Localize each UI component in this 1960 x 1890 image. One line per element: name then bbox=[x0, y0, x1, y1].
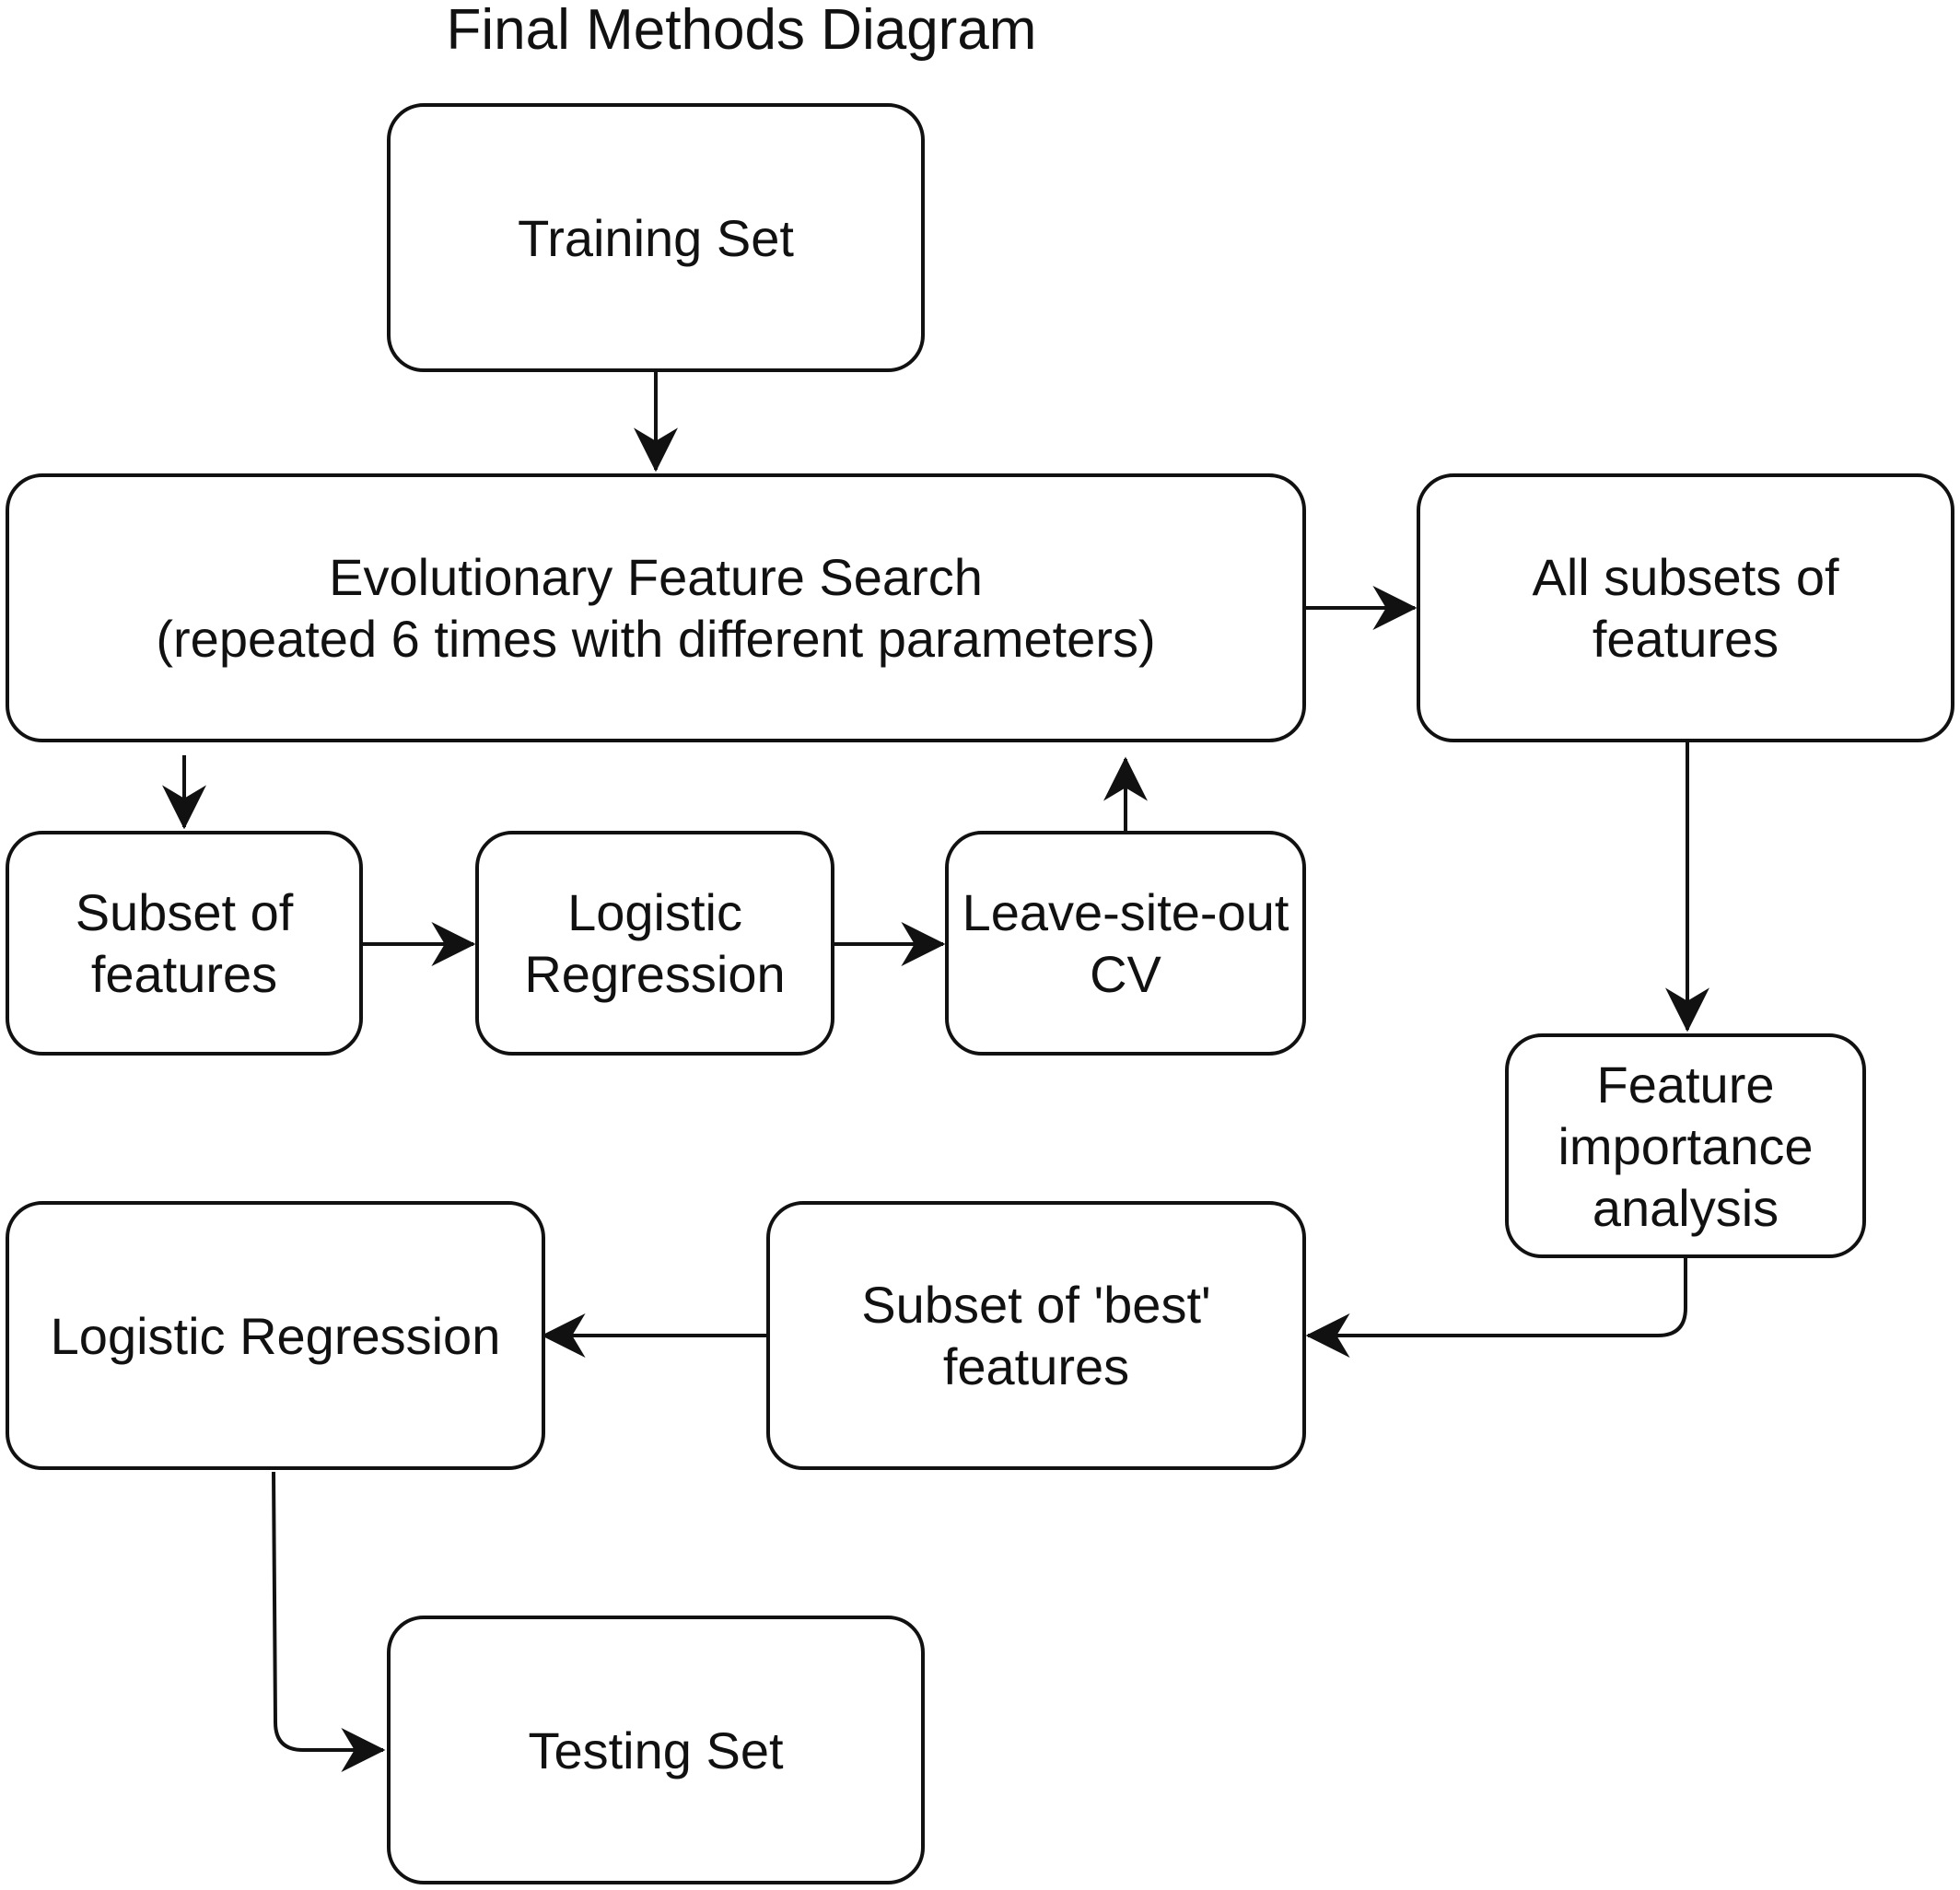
box-training-set-line: Training Set bbox=[518, 208, 794, 267]
box-importance-line-3: analysis bbox=[1592, 1178, 1779, 1237]
box-leave-site-out-cv: Leave-site-out CV bbox=[945, 831, 1306, 1056]
box-cv-line-1: Leave-site-out bbox=[962, 883, 1289, 941]
box-all-subsets-line-1: All subsets of bbox=[1532, 548, 1839, 606]
box-training-set: Training Set bbox=[387, 103, 925, 372]
arrow-logistic-to-testing bbox=[272, 1471, 386, 1772]
box-logistic-final-line: Logistic Regression bbox=[50, 1306, 501, 1365]
box-logistic-regression-final: Logistic Regression bbox=[6, 1201, 545, 1470]
box-evolutionary-feature-search: Evolutionary Feature Search (repeated 6 … bbox=[6, 473, 1306, 742]
box-evolutionary-search-line-2: (repeated 6 times with different paramet… bbox=[156, 610, 1156, 668]
arrow-importance-to-best-subset bbox=[1305, 1258, 1687, 1358]
box-evolutionary-search-line-1: Evolutionary Feature Search bbox=[329, 548, 983, 606]
box-feature-importance: Feature importance analysis bbox=[1505, 1033, 1866, 1258]
box-best-subset: Subset of 'best' features bbox=[766, 1201, 1306, 1470]
box-all-subsets-line-2: features bbox=[1592, 610, 1779, 668]
box-logistic-inner-line-2: Regression bbox=[524, 945, 786, 1003]
box-cv-line-2: CV bbox=[1090, 945, 1161, 1003]
diagram-title: Final Methods Diagram bbox=[446, 0, 1037, 62]
box-logistic-regression-inner: Logistic Regression bbox=[475, 831, 834, 1056]
box-best-subset-line-2: features bbox=[942, 1337, 1130, 1395]
box-importance-line-2: importance bbox=[1558, 1116, 1814, 1175]
box-subset-of-features: Subset of features bbox=[6, 831, 363, 1056]
box-testing-set-line: Testing Set bbox=[528, 1721, 784, 1779]
box-subset-line-1: Subset of bbox=[75, 883, 294, 941]
box-subset-line-2: features bbox=[90, 945, 278, 1003]
box-all-subsets: All subsets of features bbox=[1417, 473, 1954, 742]
box-importance-line-1: Feature bbox=[1596, 1055, 1775, 1114]
box-best-subset-line-1: Subset of 'best' bbox=[861, 1276, 1211, 1334]
box-testing-set: Testing Set bbox=[387, 1616, 925, 1884]
box-logistic-inner-line-1: Logistic bbox=[567, 883, 742, 941]
